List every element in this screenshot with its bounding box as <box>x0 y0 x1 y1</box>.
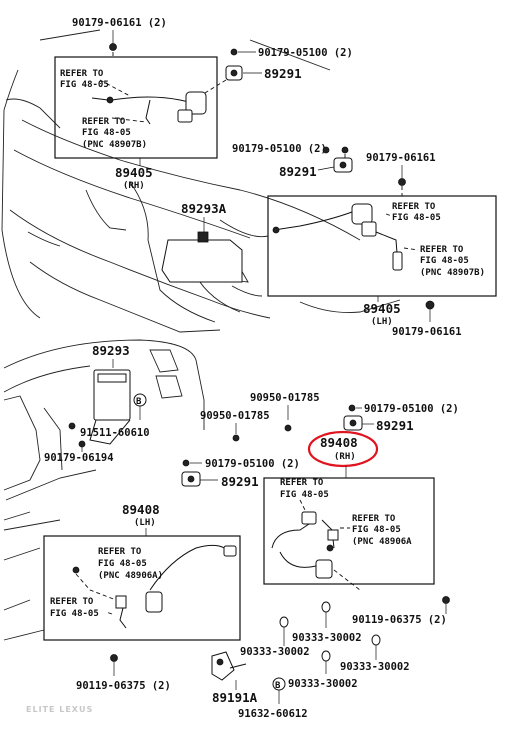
label-89291-mid: 89291 <box>279 164 317 179</box>
marker-b-2: B <box>275 681 281 691</box>
label-90179-05100-2-top: 90179-05100 (2) <box>258 47 353 59</box>
clip-icon <box>371 634 381 646</box>
clip-icon <box>321 601 331 613</box>
label-90179-05100-2-c: 90179-05100 (2) <box>205 458 300 470</box>
height-sensor-lh-icon <box>272 203 419 271</box>
bracket-89291-mid-icon <box>333 157 353 173</box>
refer-a2-line3: (PNC 48907B) <box>82 140 147 150</box>
refer-c1-line1: REFER TO <box>280 478 324 488</box>
refer-b1-line2: FIG 48-05 <box>392 213 441 223</box>
bracket-89291-r-icon <box>343 415 363 431</box>
refer-c2-line3: (PNC 48906A <box>352 537 412 547</box>
label-90950-01785-a: 90950-01785 <box>250 392 320 404</box>
refer-d2-line1: REFER TO <box>50 597 94 607</box>
label-89291-c: 89291 <box>221 474 259 489</box>
refer-b2-line2: FIG 48-05 <box>420 256 469 266</box>
ecu-89293-icon <box>89 369 131 445</box>
bolt-icon <box>230 48 238 56</box>
inset-box-lh-lower <box>43 535 241 641</box>
label-89291-top: 89291 <box>264 66 302 81</box>
label-90950-01785-b: 90950-01785 <box>200 410 270 422</box>
label-89191a: 89191A <box>212 690 258 705</box>
refer-a2-line1: REFER TO <box>82 117 126 127</box>
bolt-icon <box>78 440 86 448</box>
label-90179-06161-2: 90179-06161 (2) <box>72 17 167 29</box>
refer-d1-line2: FIG 48-05 <box>98 559 147 569</box>
label-90179-06161-mid: 90179-06161 <box>366 152 436 164</box>
dashboard-outline <box>3 339 205 521</box>
label-90179-05100-2-r: 90179-05100 (2) <box>364 403 459 415</box>
marker-b: B <box>136 397 142 407</box>
clip-icon <box>321 650 331 662</box>
label-89405-rh-side: (RH) <box>123 181 145 191</box>
bolt-icon <box>182 459 190 467</box>
refer-c2-line1: REFER TO <box>352 514 396 524</box>
refer-a1-line2: FIG 48-05 <box>60 80 109 90</box>
label-90333-30002-a: 90333-30002 <box>292 632 362 644</box>
refer-d1-line3: (PNC 48906A) <box>98 571 163 581</box>
speed-sensor-rh-icon <box>271 499 361 591</box>
speed-sensor-lh-icon <box>72 544 237 629</box>
bracket-89291-top-icon <box>225 65 243 81</box>
bolt-icon <box>442 596 450 604</box>
refer-c1-line2: FIG 48-05 <box>280 490 329 500</box>
label-90119-06375-2-l: 90119-06375 (2) <box>76 680 171 692</box>
label-89408-rh-side: (RH) <box>334 452 356 462</box>
label-89405-rh: 89405 <box>115 165 153 180</box>
label-91632-60612: 91632-60612 <box>238 708 308 720</box>
refer-a2-line2: FIG 48-05 <box>82 128 131 138</box>
label-90119-06375-2-r: 90119-06375 (2) <box>352 614 447 626</box>
label-90333-30002-d: 90333-30002 <box>288 678 358 690</box>
bracket-89191a-icon <box>211 651 247 681</box>
bolt-icon <box>110 654 118 662</box>
refer-a1-line1: REFER TO <box>60 69 104 79</box>
clip-icon <box>68 422 76 430</box>
highlight-circle <box>307 430 379 468</box>
nut-icon <box>425 300 435 310</box>
ecu-89293a-icon <box>161 231 243 283</box>
label-89293: 89293 <box>92 343 130 358</box>
inset-box-rh-upper <box>54 56 218 159</box>
refer-d1-line1: REFER TO <box>98 547 142 557</box>
label-89408-lh: 89408 <box>122 502 160 517</box>
label-90333-30002-c: 90333-30002 <box>340 661 410 673</box>
label-90179-06161-low: 90179-06161 <box>392 326 462 338</box>
label-90333-30002-b: 90333-30002 <box>240 646 310 658</box>
clip-icon <box>279 616 289 628</box>
label-89293a: 89293A <box>181 201 227 216</box>
bolt-icon <box>348 404 356 412</box>
label-89408-lh-side: (LH) <box>134 518 156 528</box>
refer-b2-line1: REFER TO <box>420 245 464 255</box>
refer-c2-line2: FIG 48-05 <box>352 525 401 535</box>
label-89408-rh: 89408 <box>320 435 358 450</box>
grommet-icon <box>284 424 292 432</box>
label-89405-lh: 89405 <box>363 301 401 316</box>
height-sensor-rh-icon <box>91 79 207 125</box>
grommet-icon <box>232 434 240 442</box>
watermark-text: ELITE LEXUS <box>26 705 93 714</box>
label-90179-05100-2-mid: 90179-05100 (2) <box>232 143 327 155</box>
vehicle-front-outline <box>1 29 401 333</box>
refer-b2-line3: (PNC 48907B) <box>420 268 485 278</box>
label-89405-lh-side: (LH) <box>371 317 393 327</box>
nut-icon <box>109 43 117 51</box>
label-89291-r: 89291 <box>376 418 414 433</box>
refer-d2-line2: FIG 48-05 <box>50 609 99 619</box>
inset-box-rh-lower <box>263 477 435 585</box>
bolt-icon <box>322 146 330 154</box>
refer-b1-line1: REFER TO <box>392 202 436 212</box>
inset-box-lh-upper <box>267 195 497 297</box>
label-90179-06194: 90179-06194 <box>44 452 114 464</box>
bracket-89291-c-icon <box>181 471 201 487</box>
label-91511-60610: 91511-60610 <box>80 427 150 439</box>
nut-icon <box>398 178 406 186</box>
